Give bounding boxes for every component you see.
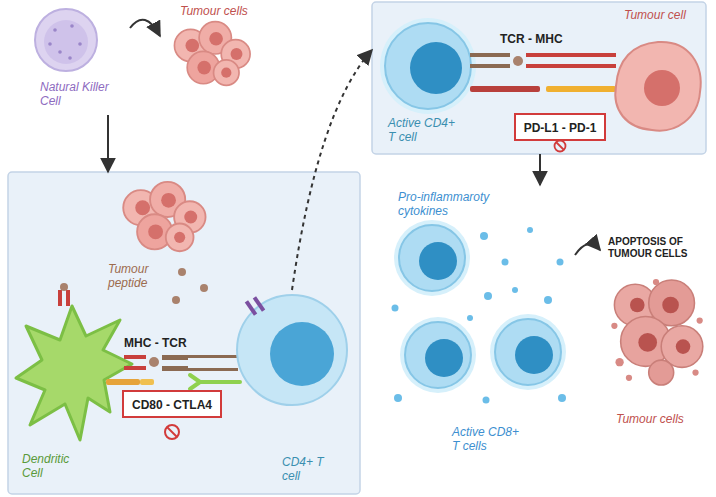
panel: Tumour peptideMHC - TCR Dendritic Cell CD8… (8, 172, 360, 494)
label-holder: Natural Killer Cell (40, 80, 118, 109)
t-cell (385, 23, 471, 109)
cell-group: Pro-inflammaroty cytokinesActive CD8+ T … (380, 185, 575, 485)
cell-label: Tumour cells (616, 412, 704, 426)
label-holder: TCR - MHC (500, 32, 580, 46)
tumour-cluster (123, 182, 205, 251)
flow-arrow (575, 244, 600, 255)
dendritic-cell (16, 306, 132, 440)
label-holder: Pro-inflammaroty cytokines (398, 190, 508, 219)
apoptotic-tumour (611, 279, 703, 385)
panel: TCR - MHC Active CD4+ T cell PD-L1 - PD-1 T… (372, 2, 706, 154)
glow (380, 18, 476, 114)
label-holder: Active CD4+ T cell (388, 116, 460, 145)
cell-label: Tumour cell (624, 8, 702, 22)
cell-label: APOPTOSIS OF TUMOUR CELLS (608, 236, 708, 260)
label-holder: APOPTOSIS OF TUMOUR CELLS (608, 236, 708, 260)
panel-background (372, 2, 706, 154)
nk-cell (35, 9, 97, 71)
cell-node: APOPTOSIS OF TUMOUR CELLS Tumour cells (600, 232, 710, 447)
cell-label: MHC - TCR (124, 336, 204, 350)
inhibition-symbol (555, 141, 566, 152)
cell-label: Tumour peptide (108, 262, 168, 291)
label-holder: Tumour peptide (108, 262, 168, 291)
flow-arrow (539, 154, 541, 185)
panel-background (8, 172, 360, 494)
cell-node: Dendritic Cell (12, 298, 117, 490)
label-holder: Dendritic Cell (22, 452, 92, 481)
inhibition-box: PD-L1 - PD-1 (514, 113, 607, 141)
label-holder: CD4+ T cell (282, 455, 330, 484)
cell-label: Pro-inflammaroty cytokines (398, 190, 508, 219)
cell-label: Natural Killer Cell (40, 80, 118, 109)
cell-node: Tumour cells (160, 2, 262, 90)
cytokine-dots (389, 217, 566, 404)
cell-node: Active CD4+ T cell (378, 10, 478, 150)
flow-arrow (107, 115, 109, 172)
cell-label: Tumour cells (180, 4, 260, 18)
cell-label: Active CD4+ T cell (388, 116, 460, 145)
tumour-cell (615, 42, 700, 131)
box-label: PD-L1 - PD-1 (524, 121, 597, 135)
cell-label: TCR - MHC (500, 32, 580, 46)
t-cell (237, 295, 347, 405)
inhibition-box: CD80 - CTLA4 (122, 390, 222, 418)
label-holder: MHC - TCR (124, 336, 204, 350)
box-label: CD80 - CTLA4 (132, 398, 212, 412)
cell-node: CD4+ T cell (232, 290, 354, 488)
flow-arrow (130, 20, 160, 36)
label-holder: Active CD8+ T cells (452, 425, 524, 454)
inhibition-symbol (165, 425, 179, 439)
label-holder: Tumour cells (180, 4, 260, 18)
cell-label: Active CD8+ T cells (452, 425, 524, 454)
label-holder: Tumour cells (616, 412, 704, 426)
flow-arrow (292, 50, 372, 290)
label-holder: Tumour cell (624, 8, 702, 22)
tumour-cluster (174, 22, 250, 86)
cell-node: Natural Killer Cell (22, 4, 130, 115)
cd8-cells (394, 220, 566, 393)
cell-label: CD4+ T cell (282, 455, 330, 484)
cell-label: Dendritic Cell (22, 452, 92, 481)
cell-node: Tumour cell (608, 6, 704, 146)
